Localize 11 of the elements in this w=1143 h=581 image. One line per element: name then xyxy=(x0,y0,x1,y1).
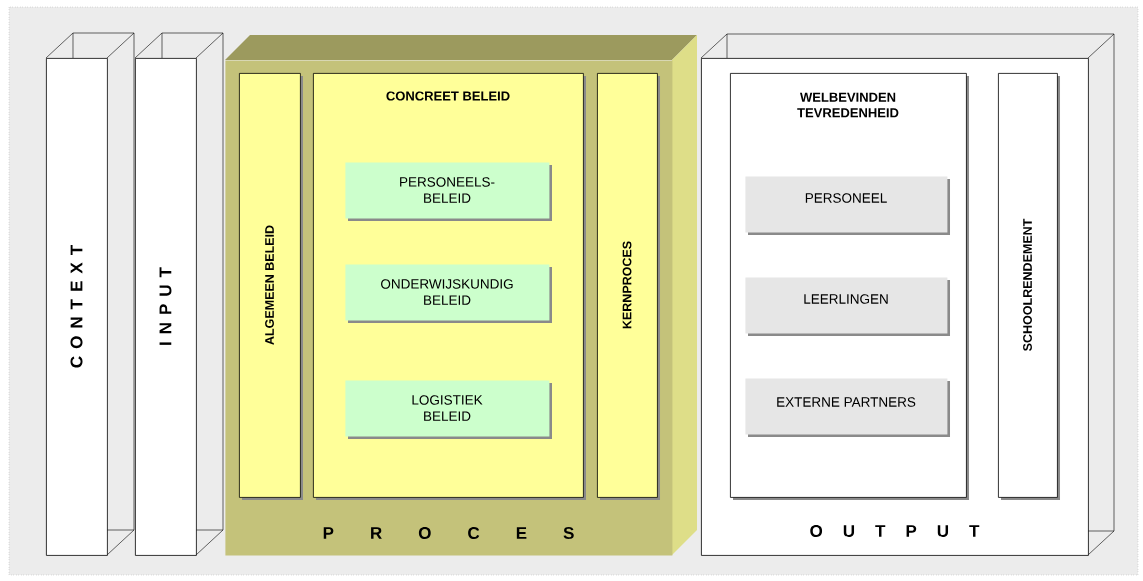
column-block: I N P U T xyxy=(134,32,224,556)
policy-box: PERSONEELS- BELEID xyxy=(345,162,552,221)
group-box: LEERLINGEN xyxy=(745,277,950,336)
policy-box: LOGISTIEK BELEID xyxy=(345,380,552,439)
group-box: PERSONEEL xyxy=(745,176,950,235)
column-block: C O N T E X T xyxy=(45,32,135,556)
vertical-box: SCHOOLRENDEMENT xyxy=(998,73,1060,500)
vertical-box: ALGEMEEN BELEID xyxy=(239,73,303,500)
policy-box: ONDERWIJSKUNDIG BELEID xyxy=(345,264,552,323)
group-box: EXTERNE PARTNERS xyxy=(745,378,950,437)
vertical-box: KERNPROCES xyxy=(597,73,660,500)
